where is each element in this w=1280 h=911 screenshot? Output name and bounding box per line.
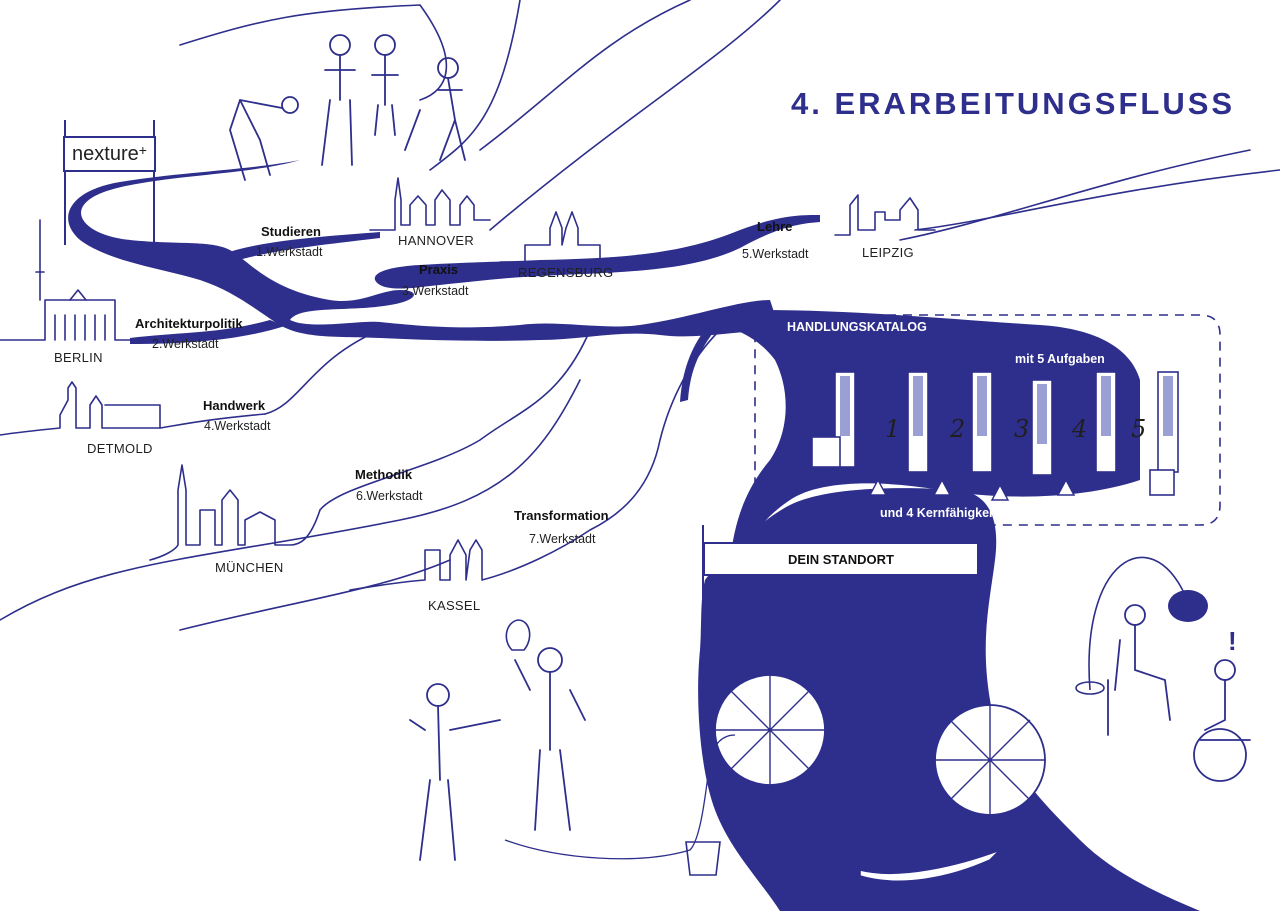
workshop-topic-architekturpolitik: Architekturpolitik <box>135 316 243 331</box>
river-line-right <box>489 0 781 231</box>
city-muenchen: MÜNCHEN <box>215 560 284 575</box>
river-arm-transformation <box>680 326 715 402</box>
workshop-label-2: 2.Werkstadt <box>152 337 219 351</box>
catalog-frame <box>754 314 1221 526</box>
river-line-bottom <box>179 559 451 631</box>
workshop-label-1: 1.Werkstadt <box>256 245 323 259</box>
skill-marker-4 <box>1056 478 1076 496</box>
regensburg-skyline-icon <box>499 211 611 263</box>
lamp-icon <box>1168 590 1208 622</box>
lightbulb-icon <box>505 619 531 651</box>
berlin-skyline-icon <box>0 219 131 341</box>
city-hannover: HANNOVER <box>398 233 475 248</box>
river-catalog <box>720 310 1140 560</box>
city-regensburg: REGENSBURG <box>518 265 614 280</box>
exclamation-icon: ! <box>1228 626 1237 656</box>
city-detmold: DETMOLD <box>87 441 153 456</box>
task-number-4: 4 <box>1072 415 1088 443</box>
person-with-shovel <box>404 57 466 161</box>
workshop-label-5: 5.Werkstadt <box>742 247 809 261</box>
muenchen-skyline-icon <box>149 464 321 561</box>
river-line-right-2 <box>899 149 1251 241</box>
river-arm-berlin <box>130 320 285 344</box>
person-kayak <box>879 809 1041 881</box>
river-line-left-low <box>0 379 581 621</box>
river-line-upper-2 <box>479 0 691 151</box>
task-number-3: 3 <box>1014 415 1030 443</box>
workshop-topic-transformation: Transformation <box>514 508 609 523</box>
person-with-idea <box>514 647 586 831</box>
skill-marker-icons <box>868 478 1076 501</box>
city-leipzig: LEIPZIG <box>862 245 914 260</box>
workshop-label-7: 7.Werkstadt <box>529 532 596 546</box>
location-sign: DEIN STANDORT <box>703 542 979 576</box>
person-wheelchair <box>1193 659 1251 782</box>
nexture-logo-plus: + <box>138 142 147 158</box>
kassel-skyline-icon <box>349 329 721 591</box>
lamp-arm <box>1088 556 1186 691</box>
catalog-tasks: mit 5 Aufgaben <box>1015 352 1105 366</box>
river-line-top <box>179 4 448 101</box>
person-digging <box>229 96 299 181</box>
person-standing-1 <box>321 34 356 166</box>
river-line-upper <box>429 0 521 171</box>
skill-marker-3 <box>990 483 1010 501</box>
task-number-5: 5 <box>1131 415 1147 443</box>
river-source <box>68 160 780 341</box>
bucket-icon <box>685 841 721 876</box>
skill-marker-1 <box>868 478 888 496</box>
main-river <box>68 160 1200 911</box>
page-title: 4. ERARBEITUNGSFLUSS <box>791 86 1236 121</box>
catalog-skills: und 4 Kernfähigkeiten <box>880 506 1012 520</box>
skill-marker-2 <box>932 478 952 496</box>
task-number-2: 2 <box>950 415 966 443</box>
person-woman-left <box>409 683 501 861</box>
leipzig-skyline-icon <box>834 194 936 236</box>
kayak-icon <box>859 849 1001 882</box>
nexture-logo-text: nexture <box>72 142 139 165</box>
river-line-leipzig-tail <box>914 169 1280 231</box>
workshop-topic-methodik: Methodik <box>355 467 413 482</box>
workshop-topic-handwerk: Handwerk <box>203 398 266 413</box>
workshop-label-6: 6.Werkstadt <box>356 489 423 503</box>
task-number-1: 1 <box>885 415 901 443</box>
catalog-heading: HANDLUNGSKATALOG <box>787 320 927 334</box>
person-sitting <box>1107 604 1171 736</box>
stream-muenchen <box>319 329 591 511</box>
nexture-logo: nexture+ <box>63 136 156 172</box>
detmold-skyline-icon <box>0 381 266 436</box>
river-arm-regensburg <box>374 215 820 289</box>
hannover-skyline-icon <box>369 177 491 231</box>
river-arm-hannover <box>220 232 380 262</box>
footpath <box>504 734 736 860</box>
lamp-base <box>1075 681 1105 695</box>
workshop-topic-praxis: Praxis <box>419 262 459 277</box>
workshop-label-3: 3.Werkstadt <box>402 284 469 298</box>
stream-detmold <box>264 329 381 415</box>
city-berlin: BERLIN <box>54 350 103 365</box>
workshop-label-4: 4.Werkstadt <box>204 419 271 433</box>
catalog-pillar-stripes <box>840 376 1173 444</box>
river-lower <box>698 488 1200 911</box>
location-sign-text: DEIN STANDORT <box>788 551 894 567</box>
workshop-topic-lehre: Lehre <box>757 219 793 234</box>
workshop-topic-studieren: Studieren <box>261 224 321 239</box>
city-kassel: KASSEL <box>428 598 481 613</box>
person-standing-2 <box>371 34 399 136</box>
